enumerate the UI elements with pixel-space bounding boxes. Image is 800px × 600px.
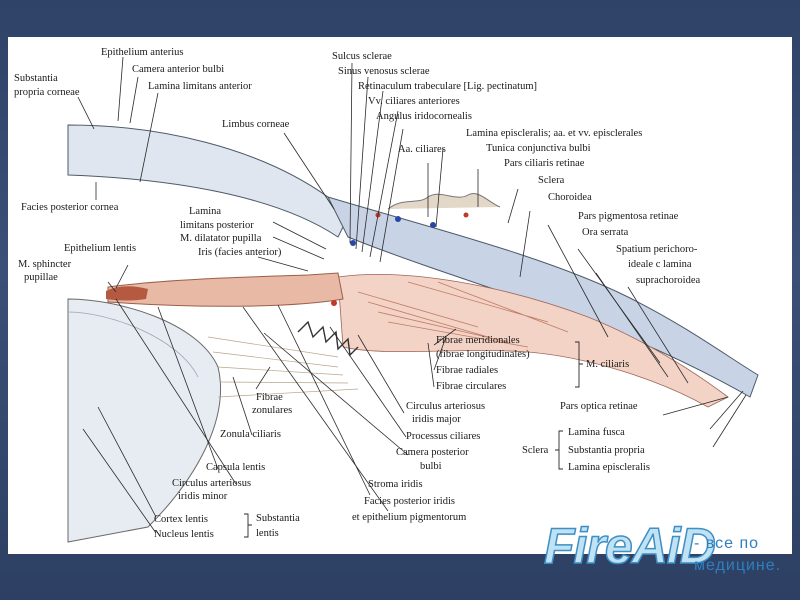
label-processus-ciliares: Processus ciliares: [406, 431, 480, 442]
label-stroma-iridis: Stroma iridis: [368, 479, 423, 490]
label-vv-ciliares: Vv. ciliares anteriores: [368, 96, 460, 107]
label-lamina-episcleralis: Lamina episcleralis: [568, 462, 650, 473]
slide-panel: Epithelium anterius Substantia propria c…: [8, 37, 792, 575]
label-lamina-fusca: Lamina fusca: [568, 427, 625, 438]
label-fibrae-longitudinales: (fibrae longitudinales): [436, 349, 530, 360]
label-circulus-minor-1: Circulus arteriosus: [172, 478, 251, 489]
label-limbus-corneae: Limbus corneae: [222, 119, 290, 130]
diagram-labels: Epithelium anterius Substantia propria c…: [14, 47, 700, 540]
label-m-sphincter-1: M. sphincter: [18, 259, 72, 270]
label-substantia-propria-corneae-2: propria corneae: [14, 87, 80, 98]
iris-shape: [107, 272, 344, 307]
label-sclera-group: Sclera: [522, 445, 549, 456]
label-epithelium-anterius: Epithelium anterius: [101, 47, 184, 58]
label-angulus: Angulus iridocornealis: [376, 111, 472, 122]
label-zonula-ciliaris: Zonula ciliaris: [220, 429, 281, 440]
substantia-lentis-brace: [244, 513, 252, 538]
label-lamina-limitans-anterior: Lamina limitans anterior: [148, 81, 252, 92]
label-lamina-limitans-posterior-1: Lamina: [189, 206, 221, 217]
label-sclera: Sclera: [538, 175, 565, 186]
sphincter-muscle: [106, 286, 148, 301]
fireaid-logo: FireAiD - все по медицине.: [542, 515, 792, 585]
sclera-brace: [555, 430, 563, 470]
label-substantia-propria-corneae-1: Substantia: [14, 73, 58, 84]
label-cortex-lentis: Cortex lentis: [154, 514, 208, 525]
label-circulus-major-1: Circulus arteriosus: [406, 401, 485, 412]
label-capsula-lentis: Capsula lentis: [206, 462, 265, 473]
label-spatium-1: Spatium perichoro-: [616, 244, 698, 255]
label-spatium-3: suprachoroidea: [636, 275, 700, 286]
conjunctiva-layer: [387, 193, 501, 210]
label-facies-posterior-iridis-1: Facies posterior iridis: [364, 496, 455, 507]
label-sinus-venosus-sclerae: Sinus venosus sclerae: [338, 66, 430, 77]
zonular-fibres: [207, 336, 359, 398]
label-facies-posterior-iridis-2: et epithelium pigmentorum: [352, 512, 466, 523]
label-iris-facies-anterior: Iris (facies anterior): [198, 247, 282, 258]
label-camera-anterior-bulbi: Camera anterior bulbi: [132, 64, 224, 75]
label-fibrae-meridionales: Fibrae meridionales: [436, 335, 520, 346]
logo-tagline: - все по медицине.: [694, 535, 782, 574]
label-substantia-lentis-1: Substantia: [256, 513, 300, 524]
label-m-ciliaris: M. ciliaris: [586, 359, 629, 370]
ciliary-muscle-striations: [357, 281, 569, 348]
label-fibrae-circulares: Fibrae circulares: [436, 381, 506, 392]
label-circulus-minor-2: iridis minor: [178, 491, 228, 502]
label-ora-serrata: Ora serrata: [582, 227, 629, 238]
logo-word: FireAiD: [543, 517, 716, 575]
label-choroidea: Choroidea: [548, 192, 592, 203]
lens-shape: [67, 298, 222, 543]
label-camera-posterior-1: Camera posterior: [396, 447, 469, 458]
label-facies-posterior-cornea: Facies posterior cornea: [21, 202, 119, 213]
m-ciliaris-brace: [575, 341, 583, 388]
label-spatium-2: ideale c lamina: [628, 259, 692, 270]
label-nucleus-lentis: Nucleus lentis: [154, 529, 214, 540]
label-epithelium-lentis: Epithelium lentis: [64, 243, 136, 254]
label-pars-optica: Pars optica retinae: [560, 401, 638, 412]
label-retinaculum: Retinaculum trabeculare [Lig. pectinatum…: [358, 81, 537, 92]
leader-lines: [77, 56, 747, 534]
label-pars-ciliaris-retinae: Pars ciliaris retinae: [504, 158, 585, 169]
label-lamina-limitans-posterior-2: limitans posterior: [180, 220, 254, 231]
label-m-dilatator-pupilla: M. dilatator pupilla: [180, 233, 262, 244]
label-fibrae-radiales: Fibrae radiales: [436, 365, 498, 376]
label-substantia-propria: Substantia propria: [568, 445, 645, 456]
label-substantia-lentis-2: lentis: [256, 528, 279, 539]
label-sulcus-sclerae: Sulcus sclerae: [332, 51, 392, 62]
lens-cortex-line: [67, 311, 199, 378]
label-tunica-conjunctiva: Tunica conjunctiva bulbi: [486, 143, 591, 154]
eye-anatomy-diagram: Epithelium anterius Substantia propria c…: [14, 47, 759, 543]
label-aa-ciliares: Aa. ciliares: [398, 144, 446, 155]
label-fibrae-zonulares-1: Fibrae: [256, 392, 283, 403]
label-m-sphincter-2: pupillae: [24, 272, 58, 283]
label-fibrae-zonulares-2: zonulares: [252, 405, 292, 416]
ciliary-processes: [297, 320, 359, 357]
label-lamina-episcleralis-aa: Lamina episcleralis; aa. et vv. episcler…: [466, 128, 642, 139]
label-circulus-major-2: iridis major: [412, 414, 461, 425]
label-pars-pigmentosa: Pars pigmentosa retinae: [578, 211, 679, 222]
label-camera-posterior-2: bulbi: [420, 461, 442, 472]
